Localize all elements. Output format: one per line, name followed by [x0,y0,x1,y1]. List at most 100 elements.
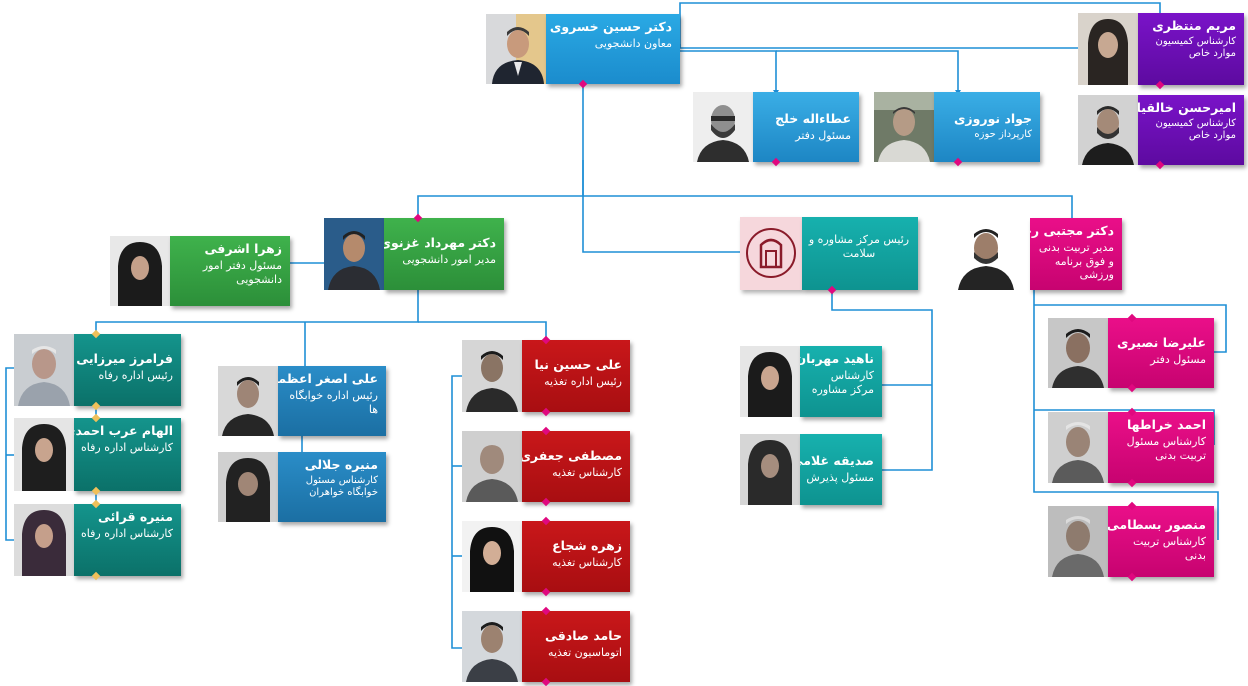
shoja-photo [462,521,522,592]
mirzaei-photo [14,334,74,406]
welfare-card-arab-ahmadi[interactable]: الهام عرب احمدی کارشناس اداره رفاه [14,418,181,491]
welfare-card-mirzaei[interactable]: فرامرز میرزایی رئیس اداره رفاه [14,334,181,406]
kharatha-name: احمد خراطها [1126,417,1206,432]
ghaznavi-box: دکتر مهرداد غزنوی مدیر امور دانشجویی [384,218,504,290]
head-photo [486,14,546,84]
office-card-norouzi[interactable]: جواد نوروزی کارپرداز حوزه [874,92,1040,162]
gholami-photo [740,434,800,505]
khalaj-role: مسئول دفتر [795,129,851,142]
montazeri-photo [1078,13,1138,85]
nutrition-card-jafari[interactable]: مصطفی جعفری کارشناس تغذیه [462,431,630,502]
ashrafi-box: زهرا اشرفی مسئول دفتر امور دانشجویی [170,236,290,306]
counseling-head-card[interactable]: رئیس مرکز مشاوره و سلامت [802,217,918,290]
kharatha-box: احمد خراطها کارشناس مسئول تربیت بدنی [1108,412,1214,483]
dormitory-card-jalali[interactable]: منیره جلالی کارشناس مسئول خوابگاه خواهرا… [218,452,386,522]
student-affairs-manager-card[interactable]: دکتر مهرداد غزنوی مدیر امور دانشجویی [324,218,504,290]
mirzaei-name: فرامرز میرزایی [76,351,173,366]
nasiri-name: علیرضا نصیری [1117,335,1206,350]
hosseinnia-name: علی حسین نیا [534,357,622,372]
aazami-box: علی اصغر اعظمی رئیس اداره خوابگاه ها [278,366,386,436]
counseling-head-box: رئیس مرکز مشاوره و سلامت [802,217,918,290]
head-role: معاون دانشجویی [594,37,672,50]
student-affairs-office-card[interactable]: زهرا اشرفی مسئول دفتر امور دانشجویی [110,236,290,306]
phys-ed-card-nasiri[interactable]: علیرضا نصیری مسئول دفتر [1048,318,1214,388]
aazami-role: رئیس اداره خوابگاه ها [289,389,378,416]
gholami-box: صدیقه غلامی مسئول پذیرش [800,434,882,505]
nutrition-card-shoja[interactable]: زهره شجاع کارشناس تغذیه [462,521,630,592]
office-card-khalaj[interactable]: عطاءاله خلج مسئول دفتر [693,92,859,162]
shoja-box: زهره شجاع کارشناس تغذیه [522,521,630,592]
jafari-box: مصطفی جعفری کارشناس تغذیه [522,431,630,502]
rajabi-role: مدیر تربیت بدنی و فوق برنامه ورزشی [1038,241,1114,281]
gholami-name: صدیقه غلامی [800,453,874,468]
kharatha-photo [1048,412,1108,483]
arab-ahmadi-photo [14,418,74,491]
ashrafi-photo [110,236,170,306]
counseling-head-role: رئیس مرکز مشاوره و سلامت [808,233,910,260]
norouzi-box: جواد نوروزی کارپرداز حوزه [934,92,1040,162]
bastami-box: منصور بسطامی کارشناس تربیت بدنی [1108,506,1214,577]
ashrafi-name: زهرا اشرفی [204,241,282,256]
mehraban-role: کارشناس مرکز مشاوره [811,369,874,396]
norouzi-photo [874,92,934,162]
rajabi-box: دکتر مجتبی رجبی مدیر تربیت بدنی و فوق بر… [1030,218,1122,290]
mehraban-name: ناهید مهربان [800,351,874,366]
gharaei-photo [14,504,74,576]
nutrition-card-sadeghi[interactable]: حامد صادقی اتوماسیون تغذیه [462,611,630,682]
sadeghi-role: اتوماسیون تغذیه [548,646,622,659]
mirzaei-role: رئیس اداره رفاه [98,369,173,382]
dormitory-card-aazami[interactable]: علی اصغر اعظمی رئیس اداره خوابگاه ها [218,366,386,436]
phys-ed-card-kharatha[interactable]: احمد خراطها کارشناس مسئول تربیت بدنی [1048,412,1214,483]
khaleghian-box: امیرحسن خالقیان کارشناس کمیسیون موارد خا… [1138,95,1244,165]
rajabi-photo [942,218,1030,290]
sadeghi-box: حامد صادقی اتوماسیون تغذیه [522,611,630,682]
gharaei-box: منیره قرائی کارشناس اداره رفاه [74,504,181,576]
counseling-logo-icon [740,217,802,290]
khalaj-box: عطاءاله خلج مسئول دفتر [753,92,859,162]
khalaj-name: عطاءاله خلج [775,111,851,126]
counseling-card-gholami[interactable]: صدیقه غلامی مسئول پذیرش [740,434,882,505]
shoja-role: کارشناس تغذیه [552,556,622,569]
welfare-card-gharaei[interactable]: منیره قرائی کارشناس اداره رفاه [14,504,181,576]
gharaei-role: کارشناس اداره رفاه [81,527,173,540]
nasiri-box: علیرضا نصیری مسئول دفتر [1108,318,1214,388]
jalali-role: کارشناس مسئول خوابگاه خواهران [305,475,378,498]
montazeri-box: مریم منتظری کارشناس کمیسیون موارد خاص [1138,13,1244,85]
head-box: دکتر حسین خسروی معاون دانشجویی [546,14,680,84]
mirzaei-box: فرامرز میرزایی رئیس اداره رفاه [74,334,181,406]
khaleghian-role: کارشناس کمیسیون موارد خاص [1155,118,1236,141]
jafari-photo [462,431,522,502]
ashrafi-role: مسئول دفتر امور دانشجویی [202,259,282,286]
khaleghian-name: امیرحسن خالقیان [1138,100,1236,115]
aazami-name: علی اصغر اعظمی [278,371,378,386]
head-card[interactable]: دکتر حسین خسروی معاون دانشجویی [486,14,680,84]
bastami-role: کارشناس تربیت بدنی [1132,535,1206,562]
kharatha-role: کارشناس مسئول تربیت بدنی [1126,435,1206,462]
ghaznavi-photo [324,218,384,290]
nasiri-role: مسئول دفتر [1150,353,1206,366]
hosseinnia-role: رئیس اداره تغذیه [544,375,622,388]
ghaznavi-role: مدیر امور دانشجویی [402,253,496,266]
phys-ed-manager-card[interactable]: دکتر مجتبی رجبی مدیر تربیت بدنی و فوق بر… [942,218,1122,290]
khalaj-photo [693,92,753,162]
mehraban-photo [740,346,800,417]
hosseinnia-photo [462,340,522,412]
sadeghi-name: حامد صادقی [544,628,622,643]
counseling-card-mehraban[interactable]: ناهید مهربان کارشناس مرکز مشاوره [740,346,882,417]
norouzi-role: کارپرداز حوزه [974,129,1032,140]
jalali-name: منیره جلالی [304,457,378,472]
jalali-box: منیره جلالی کارشناس مسئول خوابگاه خواهرا… [278,452,386,522]
bastami-photo [1048,506,1108,577]
phys-ed-card-bastami[interactable]: منصور بسطامی کارشناس تربیت بدنی [1048,506,1214,577]
gharaei-name: منیره قرائی [97,509,173,524]
nutrition-card-hosseinnia[interactable]: علی حسین نیا رئیس اداره تغذیه [462,340,630,412]
jafari-name: مصطفی جعفری [522,448,622,463]
shoja-name: زهره شجاع [552,538,622,553]
commission-card-khaleghian[interactable]: امیرحسن خالقیان کارشناس کمیسیون موارد خا… [1078,95,1244,165]
mehraban-box: ناهید مهربان کارشناس مرکز مشاوره [800,346,882,417]
head-name: دکتر حسین خسروی [549,19,672,34]
commission-card-montazeri[interactable]: مریم منتظری کارشناس کمیسیون موارد خاص [1078,13,1244,85]
rajabi-name: دکتر مجتبی رجبی [1030,223,1114,238]
arab-ahmadi-role: کارشناس اداره رفاه [81,441,173,454]
